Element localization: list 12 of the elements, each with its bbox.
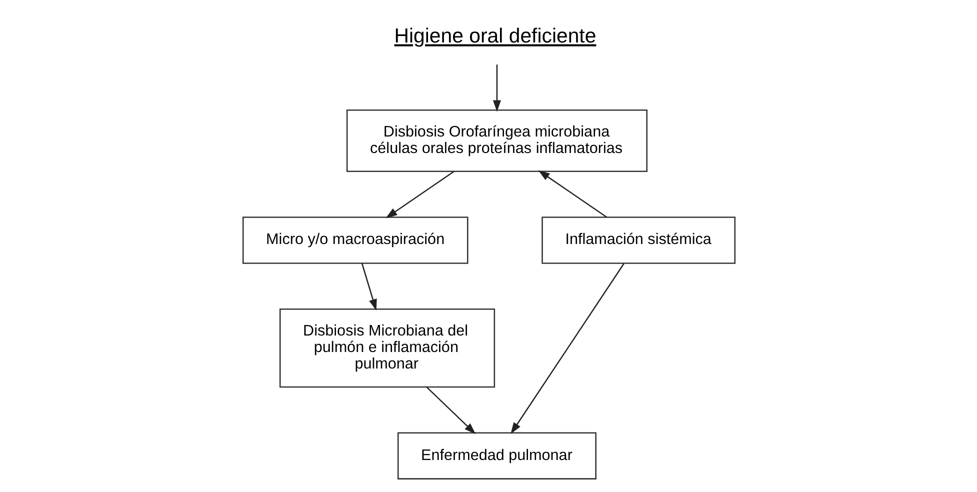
arrow: [538, 170, 606, 218]
node-box: Enfermedad pulmonar: [396, 432, 596, 480]
node-box: Disbiosis Microbiana del pulmón e inflamación pulmonar: [278, 308, 495, 388]
node-box: Inflamación sistémica: [541, 216, 736, 264]
node-box: Disbiosis Orofaríngea microbiana células orales proteínas inflamatorias: [346, 110, 647, 172]
arrow: [510, 263, 624, 434]
arrow: [426, 386, 476, 434]
arrow: [385, 170, 454, 218]
arrow: [492, 64, 500, 112]
node-box: Micro y/o macroaspiración: [242, 216, 468, 264]
arrow: [360, 263, 376, 311]
node-text: Higiene oral deficiente: [394, 25, 596, 48]
